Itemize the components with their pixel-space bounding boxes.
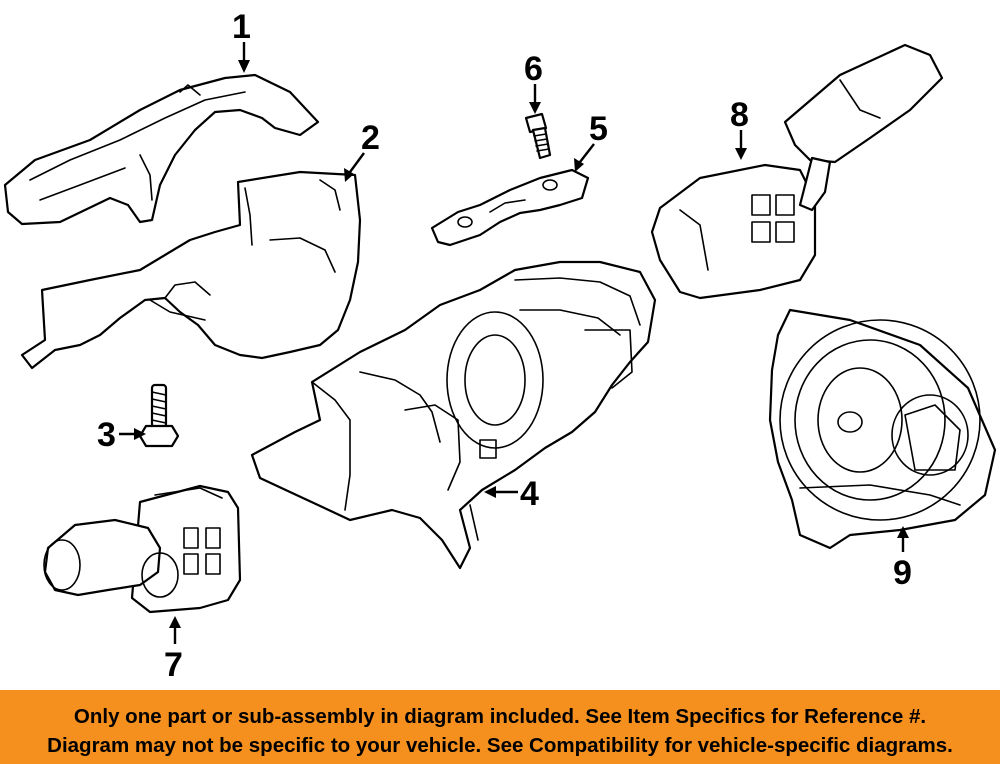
lower-column-shroud [20,170,362,370]
callout-9: 9 [893,526,912,592]
callout-4: 4 [484,475,539,513]
svg-text:7: 7 [164,646,183,684]
svg-text:4: 4 [520,475,539,513]
callout-2: 2 [344,119,380,182]
screw [524,112,552,160]
callout-5: 5 [574,110,608,172]
svg-text:1: 1 [232,8,251,46]
clock-spring [768,308,997,550]
upper-column-shroud [3,73,320,226]
svg-text:5: 5 [589,110,608,148]
wiper-stalk [650,43,944,300]
callout-8: 8 [730,96,749,160]
parts-diagram: 1 2 3 4 5 6 7 [3,8,997,684]
svg-text:3: 3 [97,416,116,454]
svg-text:2: 2 [361,119,380,157]
notice-line-2: Diagram may not be specific to your vehi… [47,734,953,757]
callout-6: 6 [524,50,543,114]
callout-3: 3 [97,416,146,454]
bolt [138,383,180,448]
callout-1: 1 [232,8,251,73]
svg-text:6: 6 [524,50,543,88]
notice-line-1: Only one part or sub-assembly in diagram… [73,705,927,728]
callout-7: 7 [164,616,183,684]
turn-signal-stalk [43,484,242,614]
notice-banner: Only one part or sub-assembly in diagram… [0,690,1000,764]
switch-housing [250,260,657,570]
svg-text:9: 9 [893,554,912,592]
svg-text:8: 8 [730,96,749,134]
bracket [430,168,590,247]
